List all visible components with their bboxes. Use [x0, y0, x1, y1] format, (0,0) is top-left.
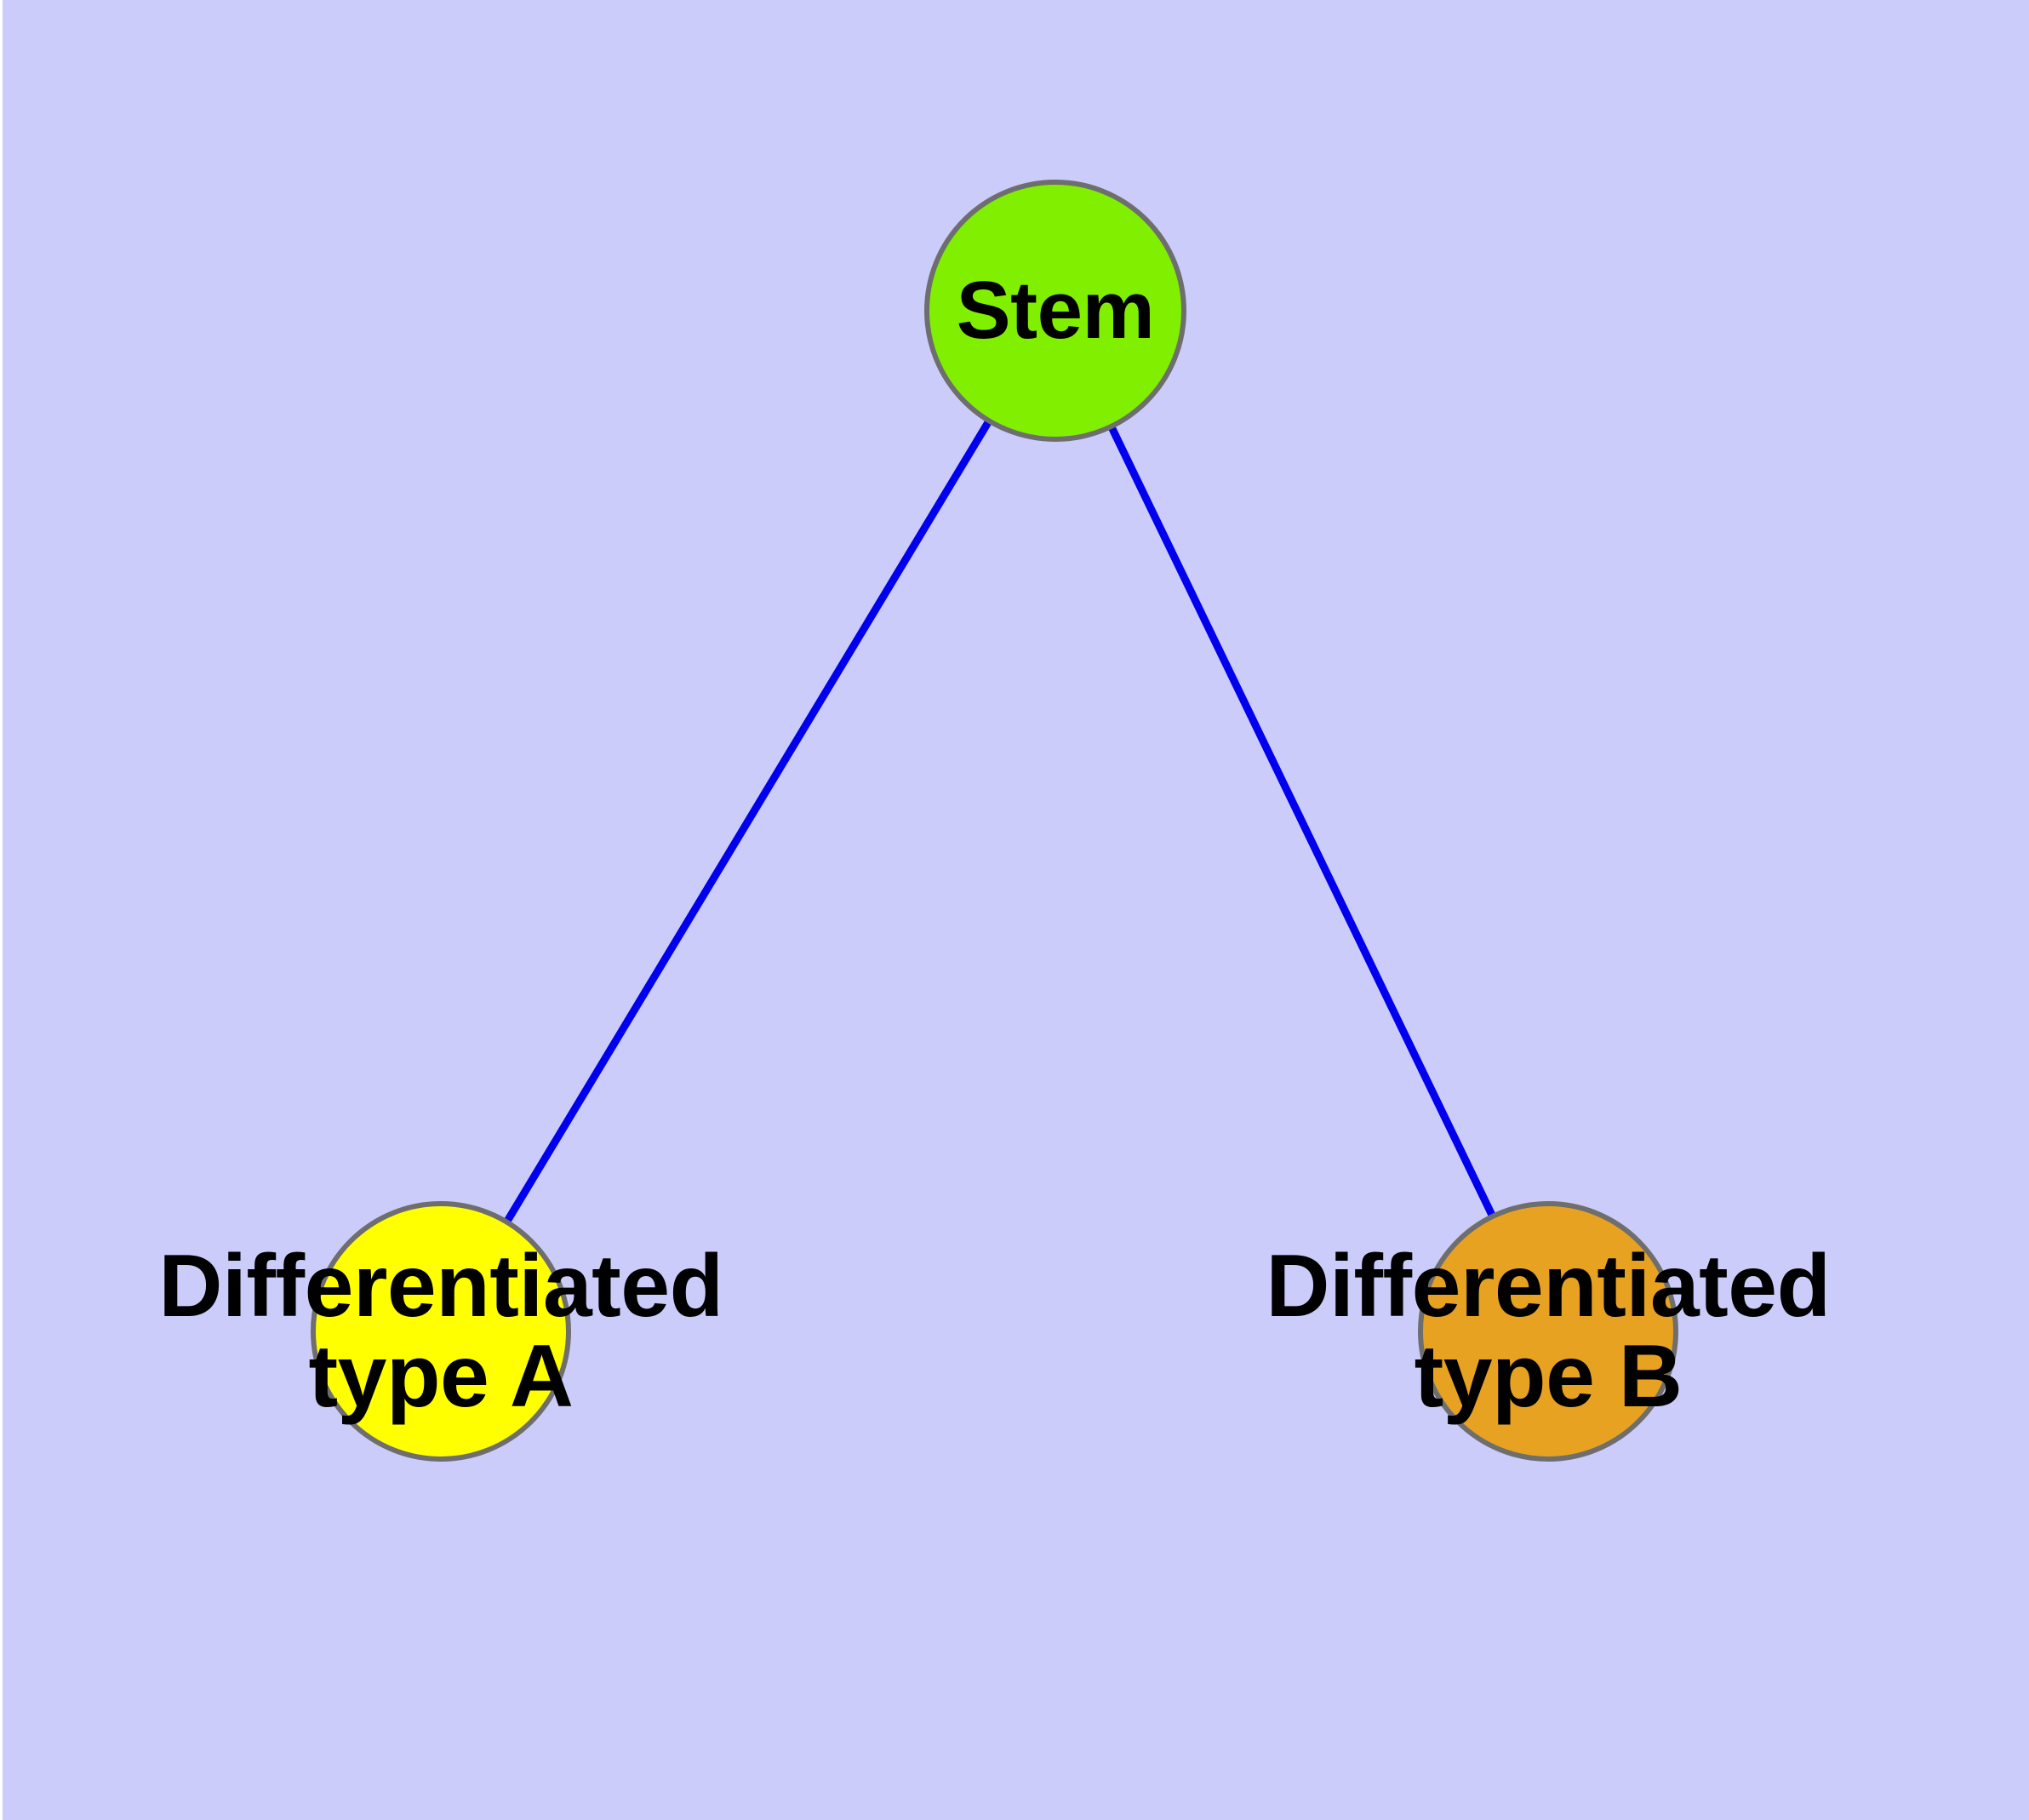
edge-stem-to-differentiated-type-b[interactable]: [1106, 421, 1498, 1222]
nodes-layer: [311, 180, 1678, 1462]
edge-stem-to-differentiated-type-a[interactable]: [501, 415, 995, 1228]
node-stem[interactable]: [924, 180, 1186, 442]
node-differentiated-type-a[interactable]: [311, 1201, 571, 1462]
node-differentiated-type-b[interactable]: [1418, 1201, 1678, 1462]
edges-layer: [501, 415, 1498, 1228]
